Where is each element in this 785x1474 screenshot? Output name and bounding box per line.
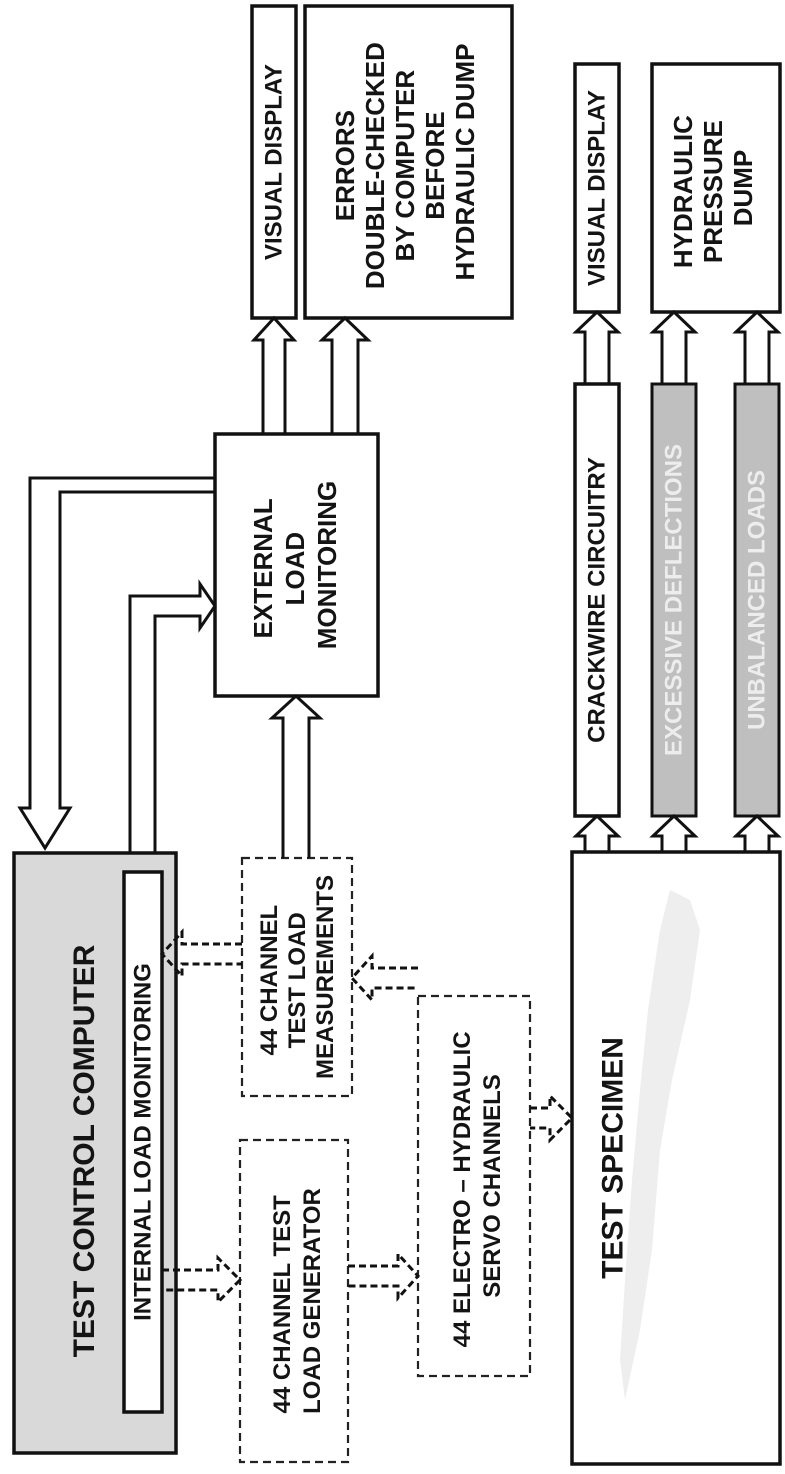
arrow-ext-monitoring-to-computer (20, 478, 215, 848)
arrow-servo-to-specimen (530, 1096, 572, 1140)
visual-display-top-label: VISUAL DISPLAY (261, 64, 288, 260)
crackwire-circuitry-label: CRACKWIRE CIRCUITRY (584, 457, 611, 743)
arrow-specimen-to-crackwire (576, 816, 618, 852)
arrow-measurements-to-ext-monitoring (272, 696, 320, 858)
arrow-specimen-to-deflections (653, 816, 695, 852)
arrow-crackwire-to-visual-display (576, 312, 618, 384)
arrow-load-generator-to-servo (348, 1254, 418, 1298)
arrow-deflections-to-hydraulic-dump (653, 312, 695, 384)
unbalanced-loads-label: UNBALANCED LOADS (744, 470, 771, 730)
excessive-deflections-label: EXCESSIVE DEFLECTIONS (661, 444, 688, 756)
arrow-specimen-to-unbalanced (736, 816, 778, 852)
arrow-ext-monitoring-to-visual-display (254, 318, 294, 434)
arrow-servo-to-measurements (352, 956, 418, 1000)
arrow-computer-to-ext-monitoring (130, 584, 215, 853)
visual-display-bottom-label: VISUAL DISPLAY (584, 90, 611, 286)
test-control-computer-label: TEST CONTROL COMPUTER (68, 944, 101, 1357)
test-specimen-label: TEST SPECIMEN (597, 1037, 630, 1279)
arrow-ext-monitoring-to-errors (322, 318, 368, 434)
arrow-unbalanced-to-hydraulic-dump (736, 312, 778, 384)
internal-load-monitoring-label: INTERNAL LOAD MONITORING (130, 963, 157, 1321)
